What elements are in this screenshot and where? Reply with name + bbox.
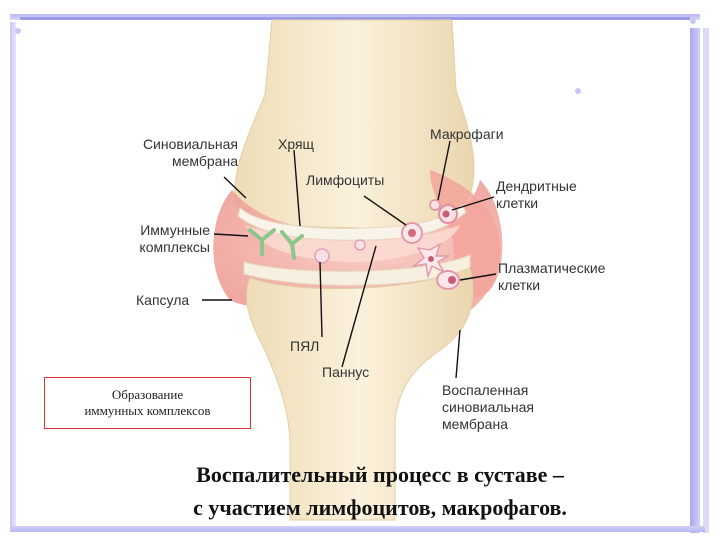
label-dendritic-cells: Дендритные клетки bbox=[496, 178, 577, 212]
caption-line1: Образование bbox=[111, 387, 184, 402]
caption-line2: иммунных комплексов bbox=[84, 403, 211, 418]
frame-dot bbox=[15, 28, 21, 34]
plasma-cells bbox=[436, 270, 460, 290]
caption-box: Образование иммунных комплексов bbox=[44, 377, 251, 429]
label-inflamed-line2: синовиальная bbox=[442, 399, 534, 415]
lower-bone bbox=[246, 267, 474, 521]
slide-frame-right bbox=[690, 28, 700, 533]
label-immune-line1: Иммунные bbox=[140, 222, 210, 238]
label-pmn: ПЯЛ bbox=[290, 338, 320, 354]
label-macrophages: Макрофаги bbox=[430, 126, 504, 142]
label-synovial-membrane: Синовиальная мембрана bbox=[104, 136, 238, 170]
pointer-lines bbox=[202, 140, 497, 379]
lymphocyte-cells bbox=[314, 222, 423, 264]
label-capsule: Капсула bbox=[136, 292, 190, 308]
frame-dot bbox=[690, 18, 696, 24]
slide-title-line2: с участием лимфоцитов, макрофагов. bbox=[193, 495, 567, 520]
immune-complex-icon bbox=[248, 228, 304, 260]
label-inflamed-membrane: Воспаленная синовиальная мембрана bbox=[442, 382, 534, 433]
slide-title: Воспалительный процесс в суставе – с уча… bbox=[100, 458, 660, 524]
label-lymphocytes: Лимфоциты bbox=[306, 172, 385, 188]
slide-frame-top-accent bbox=[20, 17, 690, 20]
slide-frame-bottom bbox=[10, 526, 705, 532]
label-cartilage: Хрящ bbox=[278, 136, 315, 152]
label-plasma-line1: Плазматические bbox=[498, 260, 606, 276]
label-inflamed-line3: мембрана bbox=[442, 416, 508, 432]
caption-text: Образование иммунных комплексов bbox=[84, 387, 210, 419]
dendritic-cells bbox=[411, 242, 451, 279]
joint-space bbox=[245, 225, 460, 262]
label-dendritic-line1: Дендритные bbox=[496, 178, 577, 194]
label-plasma-line2: клетки bbox=[498, 277, 541, 293]
label-immune-line2: комплексы bbox=[139, 239, 210, 255]
slide-title-line1: Воспалительный процесс в суставе – bbox=[196, 462, 564, 487]
label-dendritic-line2: клетки bbox=[496, 195, 539, 211]
label-inflamed-line1: Воспаленная bbox=[442, 382, 529, 398]
label-synovial-membrane-line1: Синовиальная bbox=[142, 136, 238, 152]
frame-dot bbox=[575, 88, 581, 94]
slide-frame-left bbox=[10, 22, 16, 532]
slide-frame-right-accent bbox=[703, 28, 709, 533]
label-immune-complexes: Иммунные комплексы bbox=[100, 222, 210, 256]
label-synovial-membrane-line2: мембрана bbox=[172, 153, 238, 169]
label-pannus: Паннус bbox=[322, 364, 370, 380]
label-plasma-cells: Плазматические клетки bbox=[498, 260, 605, 294]
